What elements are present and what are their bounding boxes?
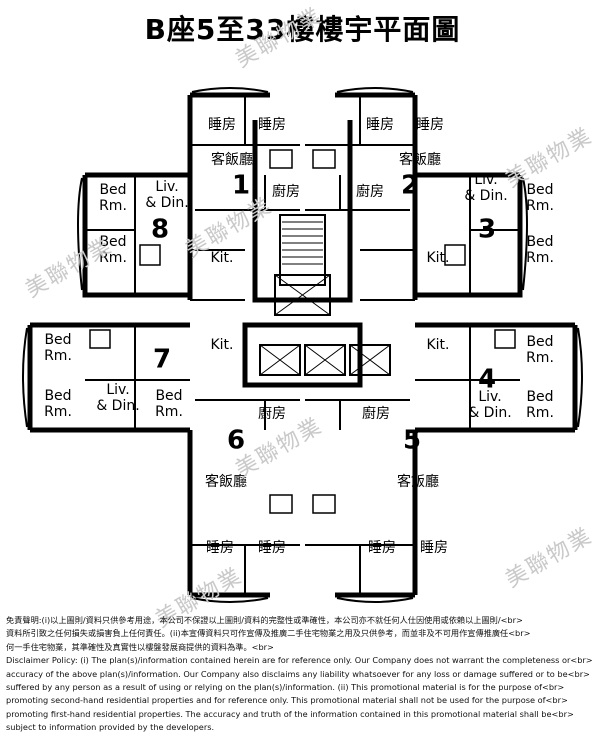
room-label: Kit. [426,337,449,353]
room-label: Rm. [155,404,183,420]
room-label: 睡房 [258,540,286,556]
disclaimer-line: subject to information provided by the d… [6,722,215,733]
room-label: Rm. [526,350,554,366]
room-label: 客飯廳 [211,151,253,168]
room-label: Kit. [210,250,233,266]
disclaimer-line: 資料所引致之任何損失或損害負上任何責任。(ii)本宣傳資料只可作宣傳及推廣二手住… [6,628,531,639]
room-label: Bed [99,234,126,250]
page-title: B座5至33樓樓宇平面圖 [144,13,461,46]
room-label: Liv. [155,179,178,195]
room-label: Rm. [99,250,127,266]
unit-number-8: 8 [151,215,169,245]
disclaimer-line: 免責聲明:(i)以上圖則/資料只供參考用途，本公司不保證以上圖則/資料的完整性或… [6,615,523,625]
room-label: 廚房 [258,405,286,422]
room-label: & Din. [464,188,507,204]
unit-number-4: 4 [478,365,496,395]
room-label: Bed [155,388,182,404]
unit-number-3: 3 [478,215,496,245]
room-label: Kit. [210,337,233,353]
room-label: 客飯廳 [399,151,441,168]
room-label: Rm. [526,198,554,214]
room-label: & Din. [96,398,139,414]
unit-number-1: 1 [232,171,250,201]
unit-number-7: 7 [153,345,171,375]
room-label: Rm. [99,198,127,214]
room-label: Bed [526,389,553,405]
room-label: Bed [526,234,553,250]
room-label: Kit. [426,250,449,266]
room-label: 廚房 [272,183,300,200]
room-label: Rm. [526,405,554,421]
room-label: 客飯廳 [397,473,439,490]
room-label: Bed [526,182,553,198]
room-label: 客飯廳 [205,473,247,490]
room-label: 睡房 [258,117,286,133]
room-label: Rm. [44,404,72,420]
room-label: 睡房 [208,117,236,133]
room-label: Bed [526,334,553,350]
room-label: Rm. [44,348,72,364]
unit-number-2: 2 [401,171,419,201]
room-label: Liv. [106,382,129,398]
room-label: 睡房 [416,117,444,133]
disclaimer-line: accuracy of the above plan(s)/informatio… [6,668,590,679]
room-label: 廚房 [356,183,384,200]
room-label: 睡房 [420,540,448,556]
disclaimer: 免責聲明:(i)以上圖則/資料只供參考用途，本公司不保證以上圖則/資料的完整性或… [6,614,600,735]
room-label: Rm. [526,250,554,266]
room-label: 睡房 [368,540,396,556]
disclaimer-line: promoting first-hand residential propert… [6,708,574,719]
room-label: & Din. [145,195,188,211]
disclaimer-line: Disclaimer Policy: (i) The plan(s)/infor… [6,655,593,666]
room-label: 廚房 [362,405,390,422]
room-label: 睡房 [366,117,394,133]
room-label: Bed [44,332,71,348]
disclaimer-line: promoting second-hand residential proper… [6,695,568,706]
room-label: Bed [99,182,126,198]
room-label: 睡房 [206,540,234,556]
room-label: Liv. [474,172,497,188]
room-label: Liv. [478,389,501,405]
room-label: & Din. [468,405,511,421]
disclaimer-line: 何一手住宅物業，其準確性及真實性以樓盤發展商提供的資料為準。<br> [6,641,274,652]
unit-number-6: 6 [227,426,245,456]
disclaimer-line: suffered by any person as a result of us… [6,682,565,693]
room-label: Bed [44,388,71,404]
unit-number-5: 5 [403,426,421,456]
